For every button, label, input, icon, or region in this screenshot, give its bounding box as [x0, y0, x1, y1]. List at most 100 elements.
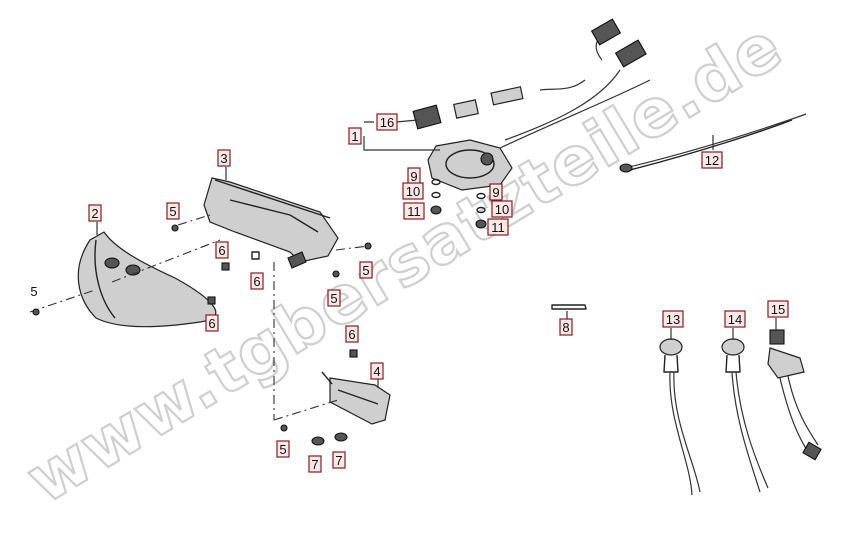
callout-box	[166, 202, 180, 220]
callout-label: 13	[666, 312, 680, 327]
callout-label: 11	[491, 220, 505, 235]
callout-5: 5	[276, 440, 290, 458]
callout-box	[250, 272, 264, 290]
callout-12: 12	[701, 151, 723, 169]
callout-label: 10	[495, 202, 509, 217]
callout-11: 11	[403, 202, 425, 220]
callout-label: 4	[373, 364, 380, 379]
callout-2: 2	[88, 204, 102, 222]
callout-5: 5	[359, 261, 373, 279]
callout-6: 6	[250, 272, 264, 290]
callout-label: 6	[218, 243, 225, 258]
callout-label: 6	[208, 316, 215, 331]
callout-box	[767, 300, 789, 318]
assembly-line-fairing	[111, 239, 221, 283]
callout-box	[215, 241, 229, 259]
callout-9: 9	[489, 183, 503, 201]
callout-label: 8	[562, 320, 569, 335]
callout-label: 14	[728, 312, 742, 327]
leader-16	[364, 119, 419, 123]
assembly-line-screw	[177, 214, 211, 226]
callout-6: 6	[345, 325, 359, 343]
callout-label: 5	[279, 442, 286, 457]
callout-10: 10	[402, 182, 424, 200]
callout-box	[327, 289, 341, 307]
callout-1: 1	[348, 127, 362, 145]
callout-box	[724, 310, 746, 328]
callout-9: 9	[407, 167, 421, 185]
callout-box	[348, 127, 362, 145]
callout-box	[662, 310, 684, 328]
speedometer-part	[427, 79, 651, 191]
callout-box	[205, 314, 219, 332]
callout-box	[376, 113, 398, 131]
callout-box	[370, 362, 384, 380]
assembly-line-cover	[273, 399, 339, 421]
leader-1	[363, 136, 440, 151]
callout-7: 7	[308, 455, 322, 473]
callout-5: 5	[30, 284, 37, 299]
callout-box	[489, 183, 503, 201]
callout-box	[217, 149, 231, 167]
lower-cover-part	[321, 371, 391, 425]
fasteners-left	[430, 178, 442, 215]
indicator-lamp-13	[659, 338, 701, 496]
callout-label: 5	[330, 291, 337, 306]
callout-label: 12	[705, 153, 719, 168]
callout-label: 6	[253, 274, 260, 289]
callout-14: 14	[724, 310, 746, 328]
callout-label: 9	[410, 169, 417, 184]
callout-label: 15	[771, 302, 785, 317]
callout-16: 16	[376, 113, 398, 131]
callout-box	[345, 325, 359, 343]
assembly-line-left	[29, 289, 96, 313]
callout-6: 6	[205, 314, 219, 332]
callout-7: 7	[332, 451, 346, 469]
callout-box	[308, 455, 322, 473]
clip-parts	[207, 251, 358, 446]
callout-11: 11	[487, 218, 509, 236]
callout-label: 3	[220, 151, 227, 166]
callout-label: 2	[91, 206, 98, 221]
callout-10: 10	[491, 200, 513, 218]
callout-box	[491, 200, 513, 218]
switch-part	[767, 329, 822, 461]
meter-housing-part	[203, 177, 339, 269]
callout-8: 8	[559, 318, 573, 336]
fasteners-right	[475, 192, 487, 229]
callout-box	[559, 318, 573, 336]
callout-label: 10	[406, 184, 420, 199]
callout-label: 7	[335, 453, 342, 468]
callout-box	[332, 451, 346, 469]
callout-4: 4	[370, 362, 384, 380]
wiring-harness	[412, 18, 647, 141]
assembly-line-right	[335, 245, 369, 251]
callout-label: 6	[348, 327, 355, 342]
callout-label: 7	[311, 457, 318, 472]
callout-box	[276, 440, 290, 458]
speedometer-cable-part	[619, 113, 807, 173]
callout-label: 9	[492, 185, 499, 200]
callout-box	[402, 182, 424, 200]
callout-label: 5	[169, 204, 176, 219]
screw-parts	[32, 224, 372, 432]
callout-6: 6	[215, 241, 229, 259]
callout-15: 15	[767, 300, 789, 318]
callout-3: 3	[217, 149, 231, 167]
callout-label: 1	[351, 129, 358, 144]
callout-box	[701, 151, 723, 169]
callout-box	[403, 202, 425, 220]
callout-5: 5	[327, 289, 341, 307]
front-fairing-part	[77, 231, 217, 328]
callout-label: 11	[407, 204, 421, 219]
indicator-lamp-14	[721, 338, 769, 493]
callout-label: 5	[30, 284, 37, 299]
callout-box	[487, 218, 509, 236]
callout-label: 16	[380, 115, 394, 130]
callout-box	[359, 261, 373, 279]
callout-13: 13	[662, 310, 684, 328]
callout-box	[88, 204, 102, 222]
callout-label: 5	[362, 263, 369, 278]
bulb-holder-part	[551, 304, 587, 310]
